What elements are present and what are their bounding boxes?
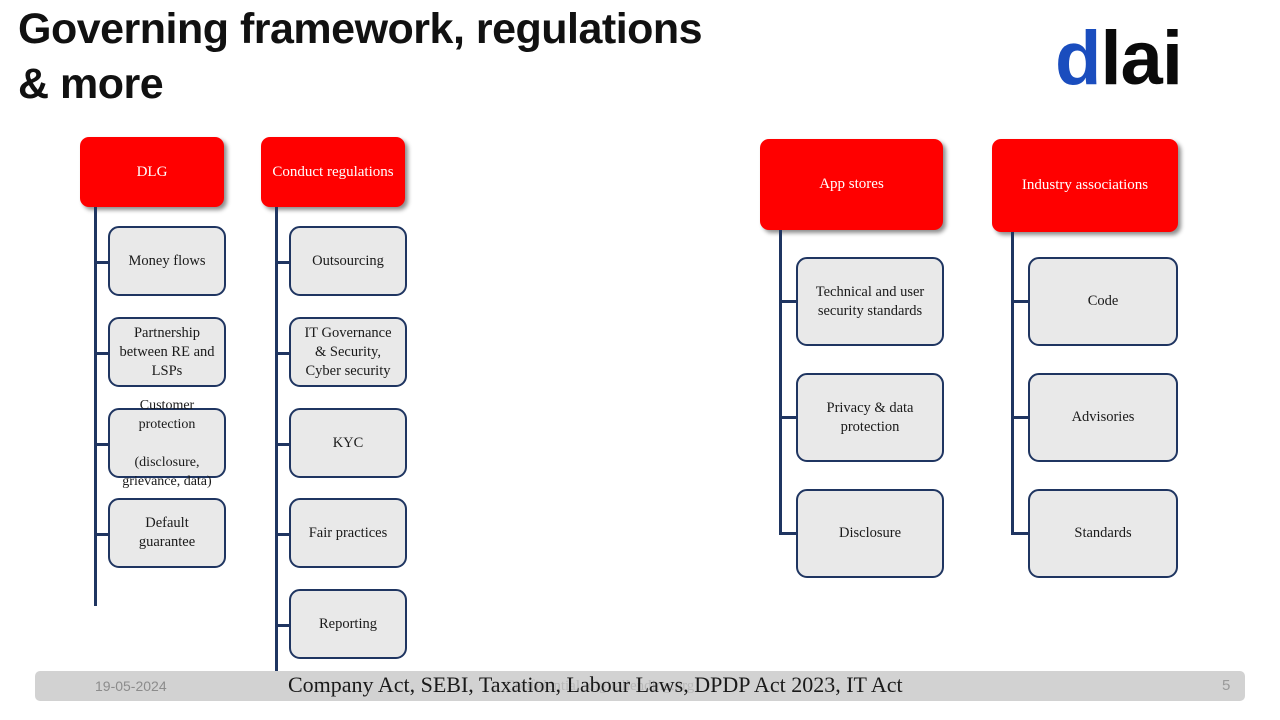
connector-stub-app-stores-1 — [779, 416, 797, 419]
connector-stub-conduct-1 — [275, 352, 291, 355]
root-box-dlg[interactable]: DLG — [80, 137, 224, 207]
child-box-app-stores-2[interactable]: Disclosure — [796, 489, 944, 578]
tree-dlg: DLG Money flows Partnership between RE a… — [80, 137, 230, 606]
child-box-dlg-1[interactable]: Partnership between RE and LSPs — [108, 317, 226, 387]
connector-stub-conduct-4 — [275, 624, 291, 627]
root-box-industry-associations[interactable]: Industry associations — [992, 139, 1178, 232]
connector-stub-dlg-1 — [94, 352, 110, 355]
connector-trunk-industry-associations — [1011, 232, 1014, 534]
tree-industry-associations: Industry associations Code Advisories St… — [992, 139, 1180, 589]
connector-stub-industry-2 — [1011, 532, 1029, 535]
footer-bar — [35, 671, 1245, 701]
tree-conduct-regulations: Conduct regulations Outsourcing IT Gover… — [261, 137, 411, 697]
footer-page-number: 5 — [1222, 677, 1231, 694]
child-box-dlg-0[interactable]: Money flows — [108, 226, 226, 296]
child-box-industry-2[interactable]: Standards — [1028, 489, 1178, 578]
connector-trunk-dlg — [94, 207, 97, 606]
child-box-app-stores-0[interactable]: Technical and user security standards — [796, 257, 944, 346]
child-box-conduct-3[interactable]: Fair practices — [289, 498, 407, 568]
child-box-dlg-3[interactable]: Default guarantee — [108, 498, 226, 568]
connector-trunk-conduct-regulations — [275, 207, 278, 697]
child-box-conduct-0[interactable]: Outsourcing — [289, 226, 407, 296]
logo-letter-d: d — [1055, 16, 1101, 101]
child-box-conduct-4[interactable]: Reporting — [289, 589, 407, 659]
child-box-dlg-2[interactable]: Customer protection (disclosure, grievan… — [108, 398, 226, 489]
footer-date: 19-05-2024 — [95, 678, 167, 694]
page-title: Governing framework, regulations & more — [18, 5, 703, 108]
root-box-conduct-regulations[interactable]: Conduct regulations — [261, 137, 405, 207]
child-box-conduct-1[interactable]: IT Governance & Security, Cyber security — [289, 317, 407, 387]
connector-stub-app-stores-2 — [779, 532, 797, 535]
connector-stub-industry-0 — [1011, 300, 1029, 303]
tree-app-stores: App stores Technical and user security s… — [760, 139, 945, 589]
child-box-industry-1[interactable]: Advisories — [1028, 373, 1178, 462]
footer-caption: Company Act, SEBI, Taxation, Labour Laws… — [288, 672, 903, 697]
connector-stub-conduct-0 — [275, 261, 291, 264]
connector-stub-dlg-3 — [94, 533, 110, 536]
connector-trunk-app-stores — [779, 230, 782, 534]
connector-stub-conduct-3 — [275, 533, 291, 536]
root-box-app-stores[interactable]: App stores — [760, 139, 943, 230]
child-box-app-stores-1[interactable]: Privacy & data protection — [796, 373, 944, 462]
connector-stub-industry-1 — [1011, 416, 1029, 419]
connector-stub-conduct-2 — [275, 443, 291, 446]
footer-watermark: Confidential, digitallending.org — [505, 678, 695, 694]
logo-letters-lai: lai — [1100, 16, 1182, 101]
dlai-logo: dlai — [1055, 18, 1230, 100]
connector-stub-app-stores-0 — [779, 300, 797, 303]
child-box-conduct-2[interactable]: KYC — [289, 408, 407, 478]
child-box-industry-0[interactable]: Code — [1028, 257, 1178, 346]
connector-stub-dlg-2 — [94, 443, 110, 446]
connector-stub-dlg-0 — [94, 261, 110, 264]
